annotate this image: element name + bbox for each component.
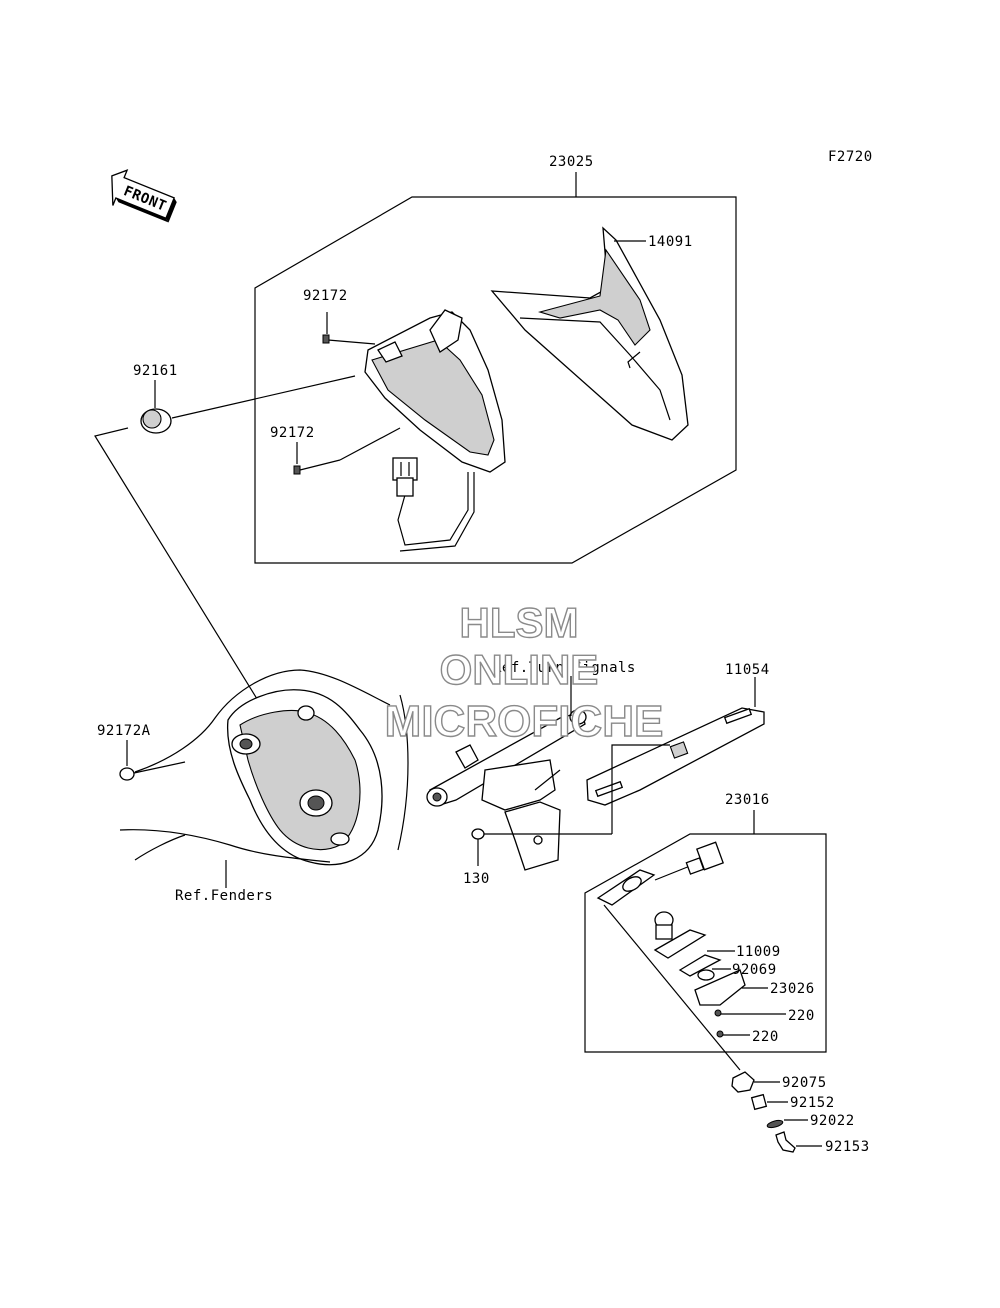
- callout-92152: 92152: [790, 1095, 835, 1111]
- watermark-line-3: MICROFICHE: [385, 697, 664, 746]
- turn-signal-reference-group: Ref.Turn Signals: [493, 660, 636, 716]
- screw-92172A: 92172A: [97, 723, 186, 781]
- lower-fastener-stack: 92075 92152 92022 92153: [731, 1071, 870, 1155]
- diagram-code: F2720: [828, 149, 873, 165]
- callout-92172-top: 92172: [303, 288, 348, 304]
- callout-92022: 92022: [810, 1113, 855, 1129]
- grommet-92161: 92161: [94, 363, 356, 721]
- license-light-parts: [596, 841, 746, 1071]
- callout-92172-mid: 92172: [270, 425, 315, 441]
- screw-92172-mid: 92172: [270, 425, 401, 475]
- callout-220-a: 220: [788, 1008, 815, 1024]
- callout-23016: 23016: [725, 792, 770, 808]
- callout-130: 130: [463, 871, 490, 887]
- license-light-box: 23016: [584, 792, 827, 1053]
- turn-signal-reference: Ref.Turn Signals: [493, 660, 636, 676]
- callout-11054: 11054: [725, 662, 770, 678]
- callout-92172A: 92172A: [97, 723, 151, 739]
- callout-23025: 23025: [549, 154, 594, 170]
- callout-92153: 92153: [825, 1139, 870, 1155]
- callout-23026: 23026: [770, 981, 815, 997]
- callout-14091: 14091: [648, 234, 693, 250]
- front-arrow-icon: FRONT: [111, 169, 177, 223]
- callout-220-b: 220: [752, 1029, 779, 1045]
- license-bracket: [426, 709, 587, 871]
- watermark: HLSM ONLINE MICROFICHE: [384, 598, 664, 746]
- watermark-line-2: ONLINE: [440, 646, 599, 693]
- tail-light-housing: [364, 309, 506, 552]
- lens-cover: 14091: [490, 226, 693, 441]
- tail-light-assembly-box: 23025: [254, 154, 737, 564]
- callout-92075: 92075: [782, 1075, 827, 1091]
- nut-130: 130: [463, 828, 612, 887]
- callout-11009: 11009: [736, 944, 781, 960]
- watermark-line-1: HLSM: [460, 599, 579, 646]
- callout-92161: 92161: [133, 363, 178, 379]
- rear-fender: Ref.Fenders: [119, 669, 409, 904]
- callout-92069: 92069: [732, 962, 777, 978]
- screw-92172-top: 92172: [303, 288, 376, 345]
- fender-reference: Ref.Fenders: [175, 888, 273, 904]
- callout-lines-lamp: 11009 92069 23026 220 220: [707, 944, 815, 1045]
- bracket-11054: 11054: [586, 662, 770, 834]
